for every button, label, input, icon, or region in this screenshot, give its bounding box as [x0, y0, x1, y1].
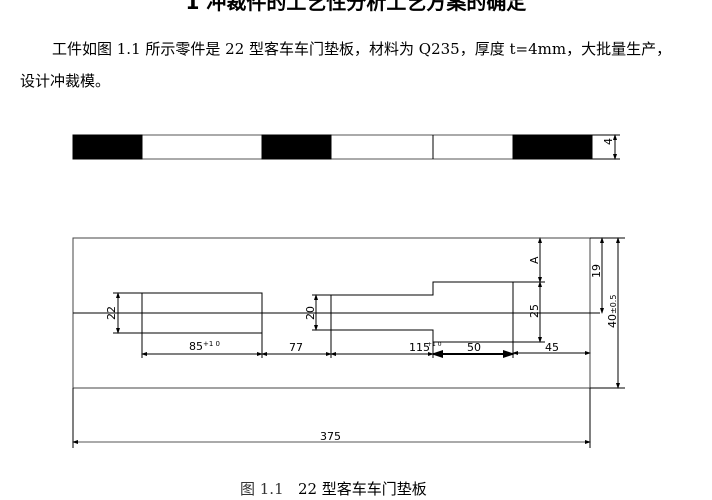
dim-a: A: [528, 256, 541, 264]
dim-slot-length-tol: +1 0: [427, 341, 442, 348]
dim-gap: 77: [289, 341, 303, 354]
dim-slot-length: 115: [409, 341, 430, 354]
dim-overall-length: 375: [320, 430, 341, 443]
dim-step-height: 25: [528, 304, 541, 318]
plan-view: 22 20 85 +1 0 77 115 +1 0 50 45 A 25 19 …: [72, 237, 625, 448]
caption-title: 22 型客车车门垫板: [297, 480, 427, 498]
section-heading: 1 冲裁件的工艺性分析工艺方案的确定: [185, 0, 527, 14]
figure-caption: 图 1.1 22 型客车车门垫板: [240, 478, 427, 499]
dim-hole-height: 22: [105, 306, 118, 320]
stepped-slot: [330, 281, 514, 343]
dim-center-offset: 19: [590, 264, 603, 278]
thickness-dim: 4: [602, 138, 615, 145]
caption-label: 图 1.1: [240, 480, 284, 498]
body-paragraph: 工件如图 1.1 所示零件是 22 型客车车门垫板，材料为 Q235，厚度 t=…: [20, 40, 672, 90]
dim-end-margin: 45: [545, 341, 559, 354]
dim-hole-width: 85: [189, 340, 203, 353]
dim-overall-height: 40: [606, 314, 619, 328]
dim-step-length: 50: [467, 341, 481, 354]
rect-hole: [141, 292, 263, 334]
dim-slot-height: 20: [304, 306, 317, 320]
dim-overall-height-tol: ±0.5: [609, 295, 618, 314]
dim-hole-width-tol: +1 0: [203, 340, 220, 348]
side-view: 4: [72, 134, 620, 160]
